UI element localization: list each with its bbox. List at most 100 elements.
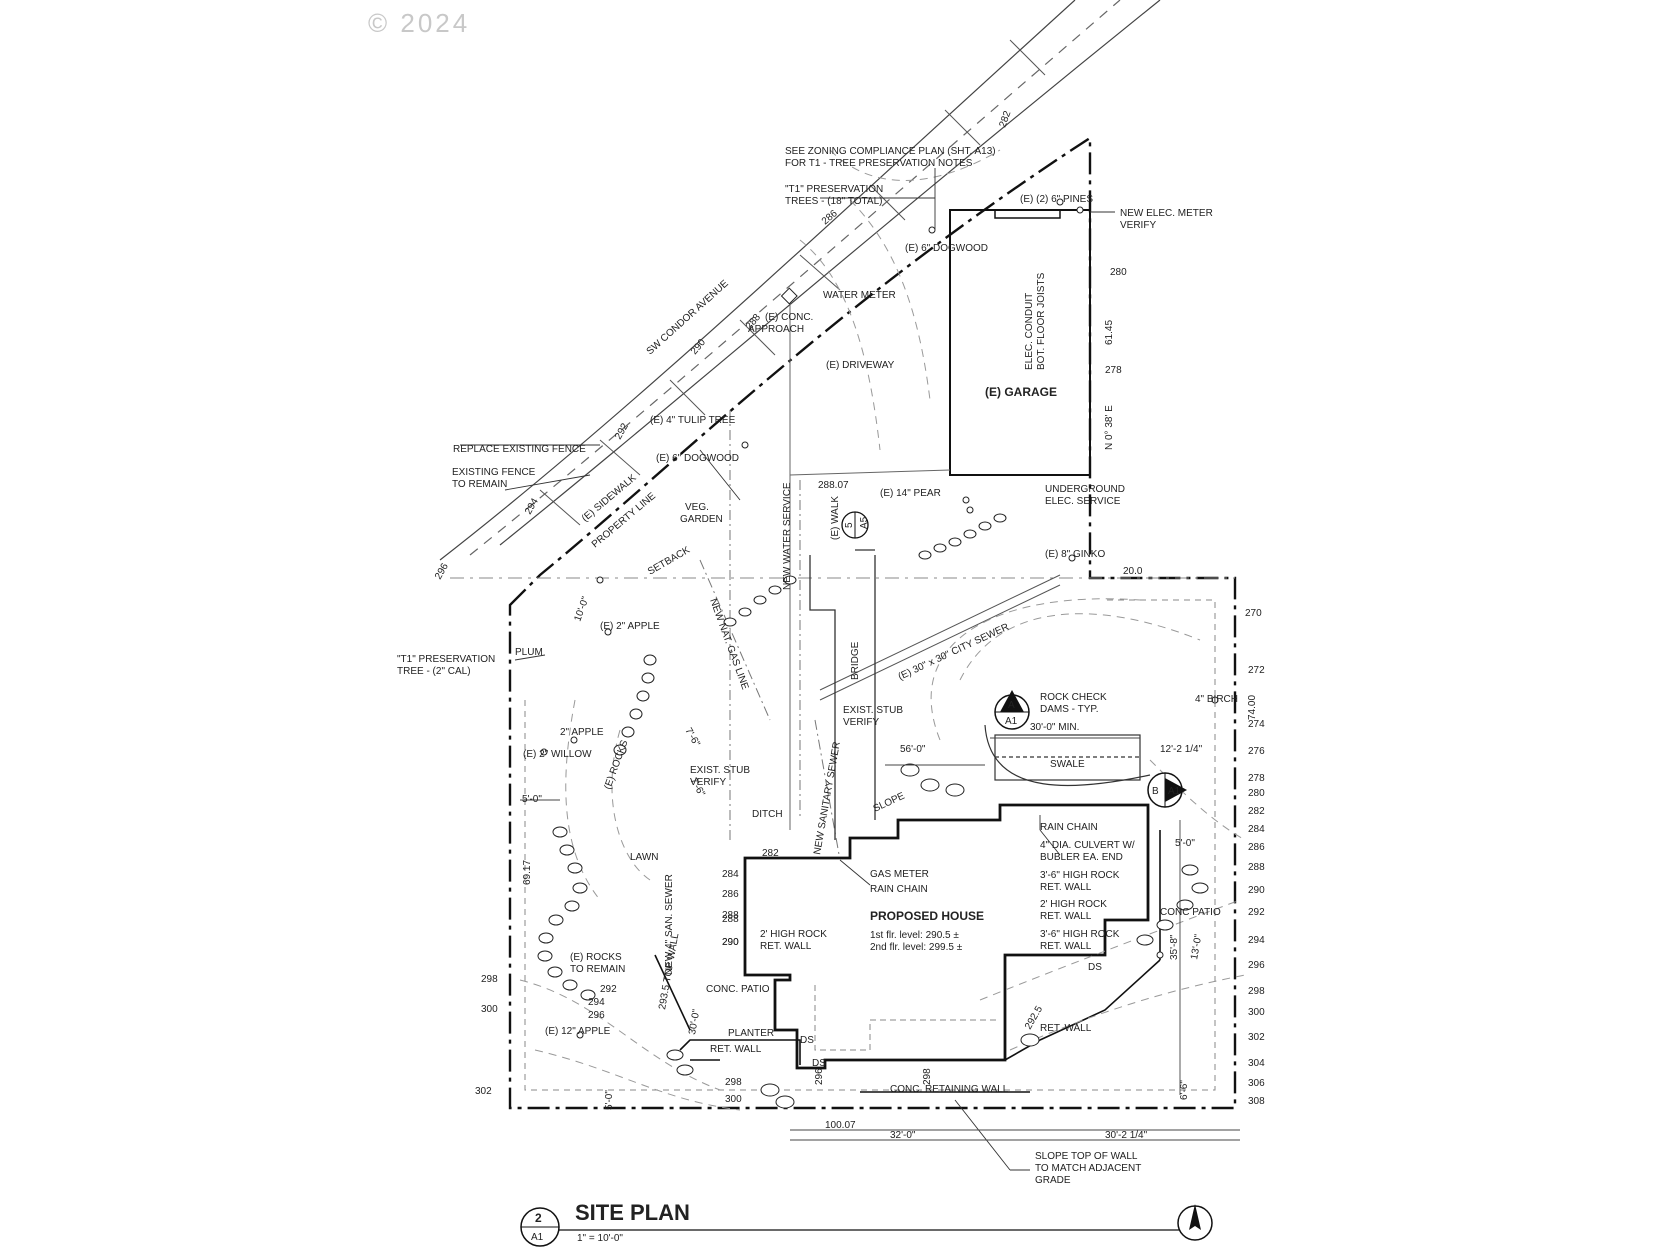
street-name: SW CONDOR AVENUE (645, 278, 731, 357)
contour-label: 290 (689, 337, 708, 357)
house-upper-floor (814, 985, 1000, 1051)
slope-top-2: TO MATCH ADJACENT (1035, 1163, 1141, 1174)
exist-stub-1a: EXIST. STUB (843, 705, 903, 716)
driveway-label: (E) DRIVEWAY (826, 360, 895, 371)
contour-label: 286 (722, 889, 739, 900)
contour-label: 302 (1248, 1032, 1265, 1043)
contour-label: 288 (722, 910, 739, 921)
conc-approach-1: (E) CONC. (765, 312, 813, 323)
contour-label: 282 (997, 109, 1013, 129)
swale-label: SWALE (1050, 759, 1085, 770)
contour-label: 272 (1248, 665, 1265, 676)
zoning-note-2: FOR T1 - TREE PRESERVATION NOTES (785, 158, 973, 169)
new-water-service: NEW WATER SERVICE (782, 482, 793, 590)
rock-check-2: DAMS - TYP. (1040, 704, 1099, 715)
apple-2b-label: 2" APPLE (560, 727, 604, 738)
section-b-label: B (1152, 786, 1159, 797)
sheet-scale: 1" = 10'-0" (577, 1233, 623, 1244)
second-floor-level: 2nd flr. level: 299.5 ± (870, 942, 963, 953)
water-meter-icon (780, 287, 798, 305)
contour-label: 280 (1110, 267, 1127, 278)
contour-label: 294 (1248, 935, 1265, 946)
tulip-label: (E) 4" TULIP TREE (650, 415, 736, 426)
contour-label: 290 (1248, 885, 1265, 896)
contour-label: 274 (1248, 719, 1265, 730)
dim-32: 32'-0" (890, 1130, 916, 1141)
contour-label: 288 (1248, 862, 1265, 873)
contour-label: 296 (1248, 960, 1265, 971)
preservation-trees-2: TREES - (18" TOTAL) (785, 196, 882, 207)
contour-label: 302 (475, 1086, 492, 1097)
exist-stub-1b: VERIFY (843, 717, 879, 728)
elec-conduit-1: ELEC. CONDUIT (1024, 293, 1035, 370)
dim-10007: 100.07 (825, 1120, 856, 1131)
property-line (508, 135, 1237, 1110)
contour-label: 306 (1248, 1078, 1265, 1089)
copyright-watermark: © 2024 (368, 8, 470, 38)
city-sewer (819, 574, 1061, 701)
contour-label: 292 (600, 984, 617, 995)
contour-lines (519, 149, 1246, 1111)
street-ticks (539, 39, 1046, 526)
garage-notch (950, 209, 1090, 219)
underground-2: ELEC. SERVICE (1045, 496, 1121, 507)
contour-label: 270 (1245, 608, 1262, 619)
dim-76a: 7'-6" (682, 726, 702, 749)
ds-a: DS (1088, 962, 1102, 973)
contour-label: 300 (481, 1004, 498, 1015)
dim-30-min: 30'-0" MIN. (1030, 722, 1079, 733)
exist-stub-2b: VERIFY (690, 777, 726, 788)
section-a-label: A (1008, 700, 1015, 711)
ginko-label: (E) 8" GINKO (1045, 549, 1105, 560)
high-rock-2b: RET. WALL (760, 941, 812, 952)
sheet-title: SITE PLAN (575, 1200, 690, 1225)
water-meter-label: WATER METER (823, 290, 896, 301)
birch-label: 4" BIRCH (1195, 694, 1238, 705)
existing-fence-2: TO REMAIN (452, 479, 507, 490)
dim-130: 13'-0" (1189, 933, 1204, 960)
preservation-trees-1: "T1" PRESERVATION (785, 184, 883, 195)
sheet-number: 2 (535, 1211, 542, 1225)
contour-label: 298 (922, 1068, 933, 1085)
contour-label: 282 (762, 848, 779, 859)
dim-5-0b: 5'-0" (604, 1090, 615, 1110)
contour-label: 300 (1248, 1007, 1265, 1018)
rocks-label: (E) ROCKS (602, 738, 630, 791)
dim-6-6: 6'-6" (1179, 1080, 1190, 1100)
garage-label: (E) GARAGE (985, 385, 1057, 399)
setback-line (524, 599, 1216, 1091)
dim-6145: 61.45 (1104, 320, 1115, 345)
apple-2-label: (E) 2" APPLE (600, 621, 660, 632)
ds-b: DS (800, 1035, 814, 1046)
gas-meter: GAS METER (870, 869, 929, 880)
dim-200: 20.0 (1123, 566, 1143, 577)
rocks-remain-2: TO REMAIN (570, 964, 625, 975)
veg-garden-1: VEG. (685, 502, 709, 513)
bridge-label: BRIDGE (850, 641, 861, 680)
setback-label: SETBACK (646, 545, 692, 578)
high-rock-4a: 3'-6" HIGH ROCK (1040, 929, 1120, 940)
planter-label: PLANTER (728, 1028, 774, 1039)
apple-12-label: (E) 12" APPLE (545, 1026, 611, 1037)
contour-label: 286 (1248, 842, 1265, 853)
section-b1-label: A1 (1168, 786, 1181, 797)
ret-wall-r: RET. WALL (1040, 1023, 1092, 1034)
bearing-label: N 0° 38' E (1104, 405, 1115, 450)
t1-tree-1: "T1" PRESERVATION (397, 654, 495, 665)
high-rock-2a: 2' HIGH ROCK (760, 929, 827, 940)
dim-5-0c: 5'-0" (1175, 838, 1195, 849)
detail-a5-label: A5 (859, 516, 870, 529)
contour-label: 290 (722, 937, 739, 948)
high-rock-4b: RET. WALL (1040, 941, 1092, 952)
street-curves (439, 0, 1161, 561)
conc-patio-l: CONC. PATIO (706, 984, 770, 995)
contour-label: 298 (725, 1077, 742, 1088)
tree-markers (540, 198, 1219, 1039)
contour-label: 298 (1248, 986, 1265, 997)
dogwood-top: (E) 6" DOGWOOD (905, 243, 988, 254)
elec-meter-1: NEW ELEC. METER (1120, 208, 1213, 219)
dim-28807: 288.07 (818, 480, 849, 491)
contour-label: 300 (725, 1094, 742, 1105)
conc-patio-r: CONC PATIO (1160, 907, 1221, 918)
